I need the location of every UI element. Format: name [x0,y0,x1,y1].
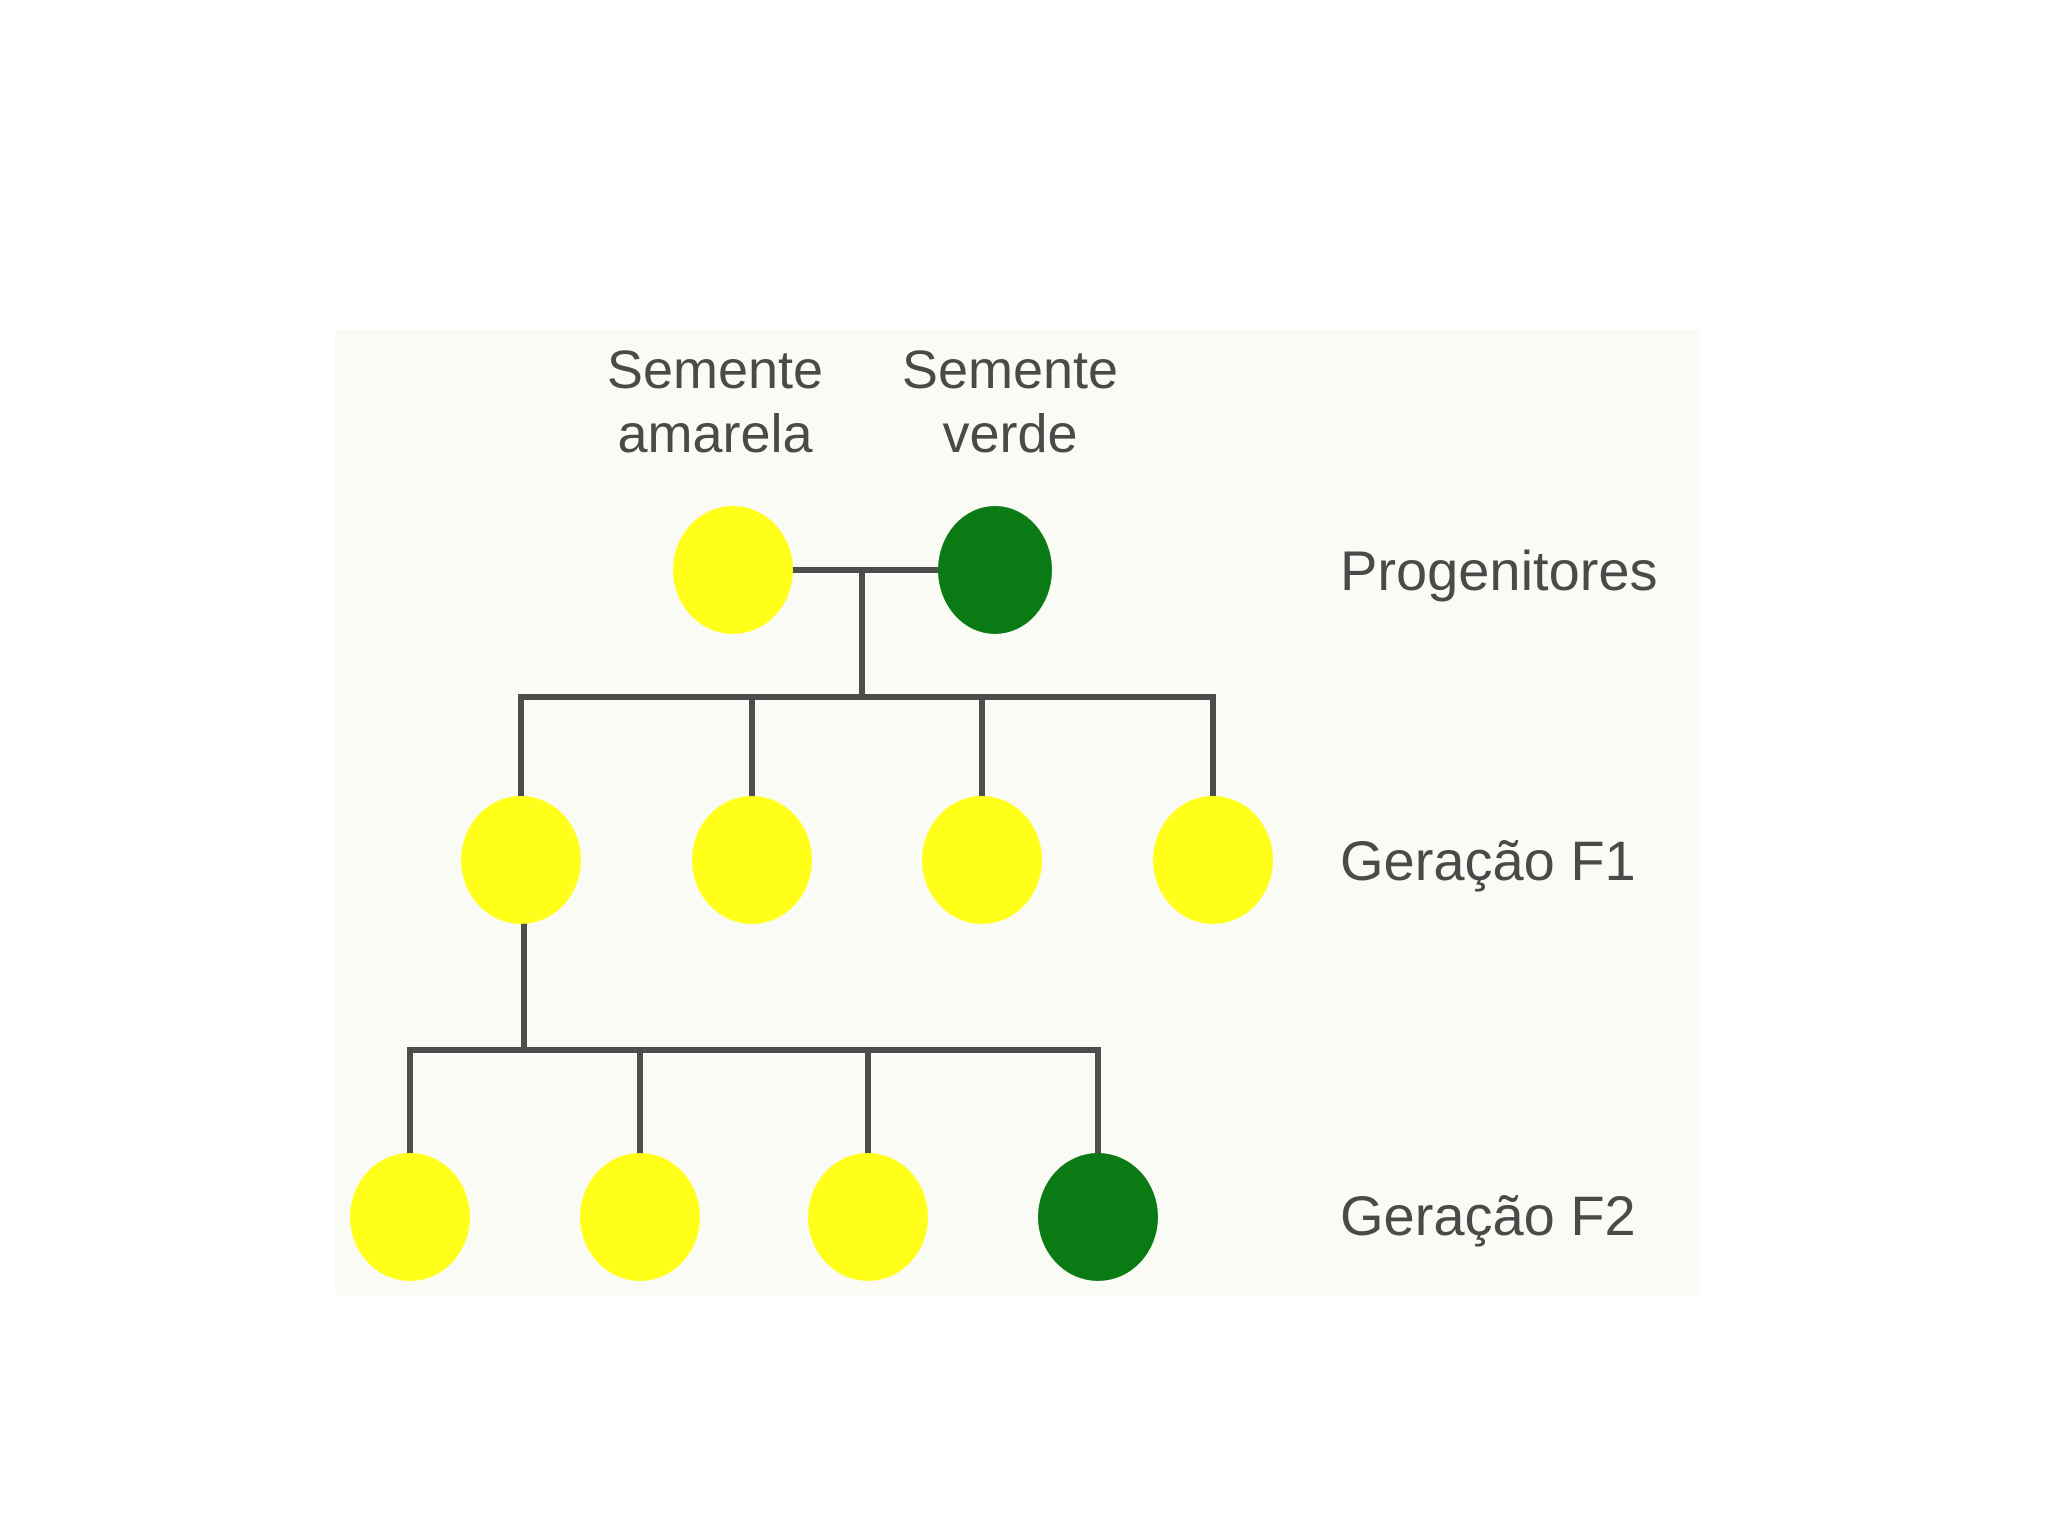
label-progenitores: Progenitores [1340,539,1658,602]
f2-seed-3 [808,1153,928,1281]
parent-seed-green [938,506,1052,634]
f1-seed-3 [922,796,1042,924]
generation-labels: Progenitores Geração F1 Geração F2 [1340,539,1658,1247]
seeds [350,506,1273,1281]
f1-seed-1 [461,796,581,924]
f2-seed-2 [580,1153,700,1281]
label-geracao-f1: Geração F1 [1340,829,1636,892]
green-parent-label-line-1: Semente [902,340,1118,400]
parent-seed-yellow [673,506,793,634]
green-parent-label-line-2: verde [942,404,1077,464]
f1-seed-4 [1153,796,1273,924]
yellow-parent-label-line-2: amarela [617,404,813,464]
f2-seed-4 [1038,1153,1158,1281]
yellow-parent-label-line-1: Semente [607,340,823,400]
f1-seed-2 [692,796,812,924]
parent-labels: Semente amarela Semente verde [607,340,1118,464]
label-geracao-f2: Geração F2 [1340,1184,1636,1247]
connector-lines [407,567,1216,1155]
f2-seed-1 [350,1153,470,1281]
